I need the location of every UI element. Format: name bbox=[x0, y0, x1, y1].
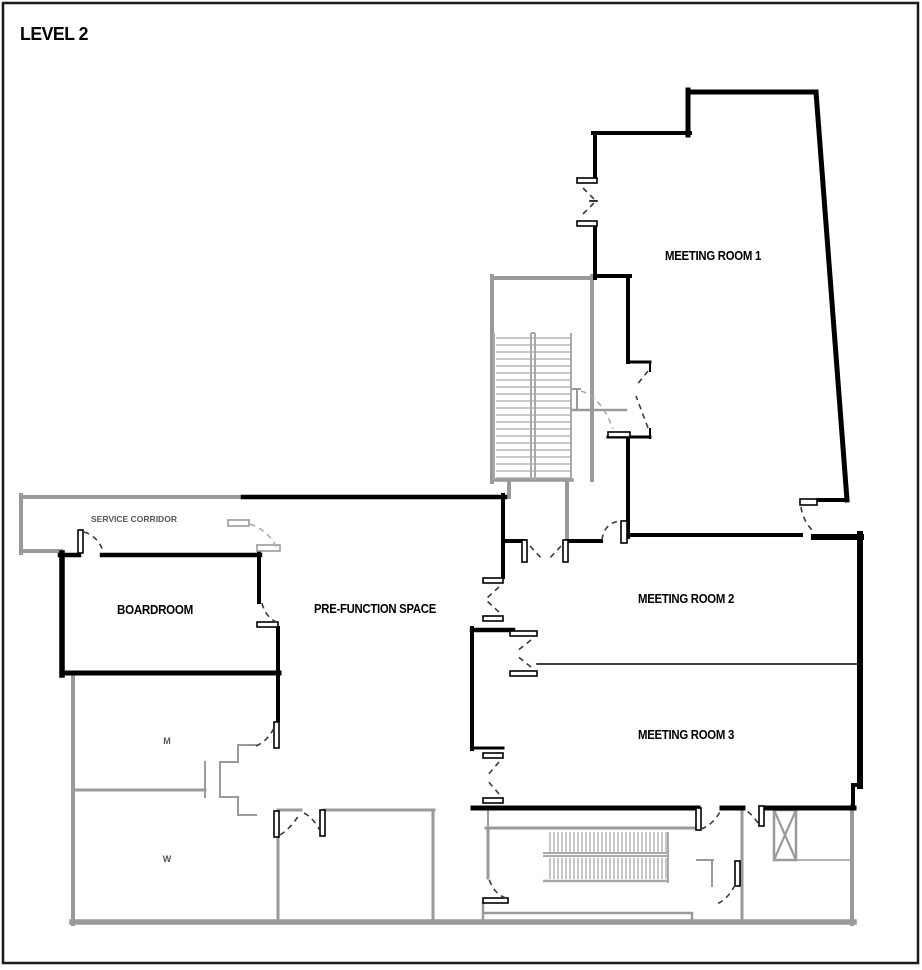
door-swing bbox=[743, 805, 765, 827]
door-swing bbox=[256, 602, 279, 628]
door-swing bbox=[521, 539, 569, 563]
door-swing bbox=[227, 519, 281, 552]
doors bbox=[77, 177, 818, 906]
room-label-boardroom: BOARDROOM bbox=[117, 603, 193, 617]
stairs-lower bbox=[543, 832, 669, 883]
stairs-upper bbox=[493, 332, 572, 480]
door-swing bbox=[576, 177, 598, 227]
door-swing bbox=[482, 577, 504, 622]
door-swing bbox=[580, 370, 649, 438]
door-swing bbox=[601, 520, 628, 544]
room-label-meeting-room-2: MEETING ROOM 2 bbox=[638, 592, 734, 606]
room-label-pre-function-space: PRE-FUNCTION SPACE bbox=[314, 602, 436, 616]
room-label-meeting-room-1: MEETING ROOM 1 bbox=[665, 249, 761, 263]
walls-primary bbox=[57, 87, 864, 811]
door-swing bbox=[713, 860, 741, 906]
page-title: LEVEL 2 bbox=[20, 24, 88, 44]
room-label-womens-restroom: W bbox=[163, 854, 172, 864]
door-swing bbox=[303, 809, 326, 837]
room-label-mens-restroom: M bbox=[163, 736, 171, 746]
door-swing bbox=[509, 630, 538, 677]
door-swing bbox=[77, 529, 105, 554]
door-swing bbox=[255, 721, 280, 749]
walls-secondary bbox=[19, 274, 857, 926]
room-label-service-corridor: SERVICE CORRIDOR bbox=[91, 514, 177, 524]
door-swing bbox=[482, 752, 504, 804]
room-label-meeting-room-3: MEETING ROOM 3 bbox=[638, 728, 734, 742]
door-swing bbox=[799, 498, 818, 532]
door-swing bbox=[273, 810, 300, 838]
door-swing bbox=[695, 807, 722, 831]
door-swing bbox=[482, 878, 509, 904]
